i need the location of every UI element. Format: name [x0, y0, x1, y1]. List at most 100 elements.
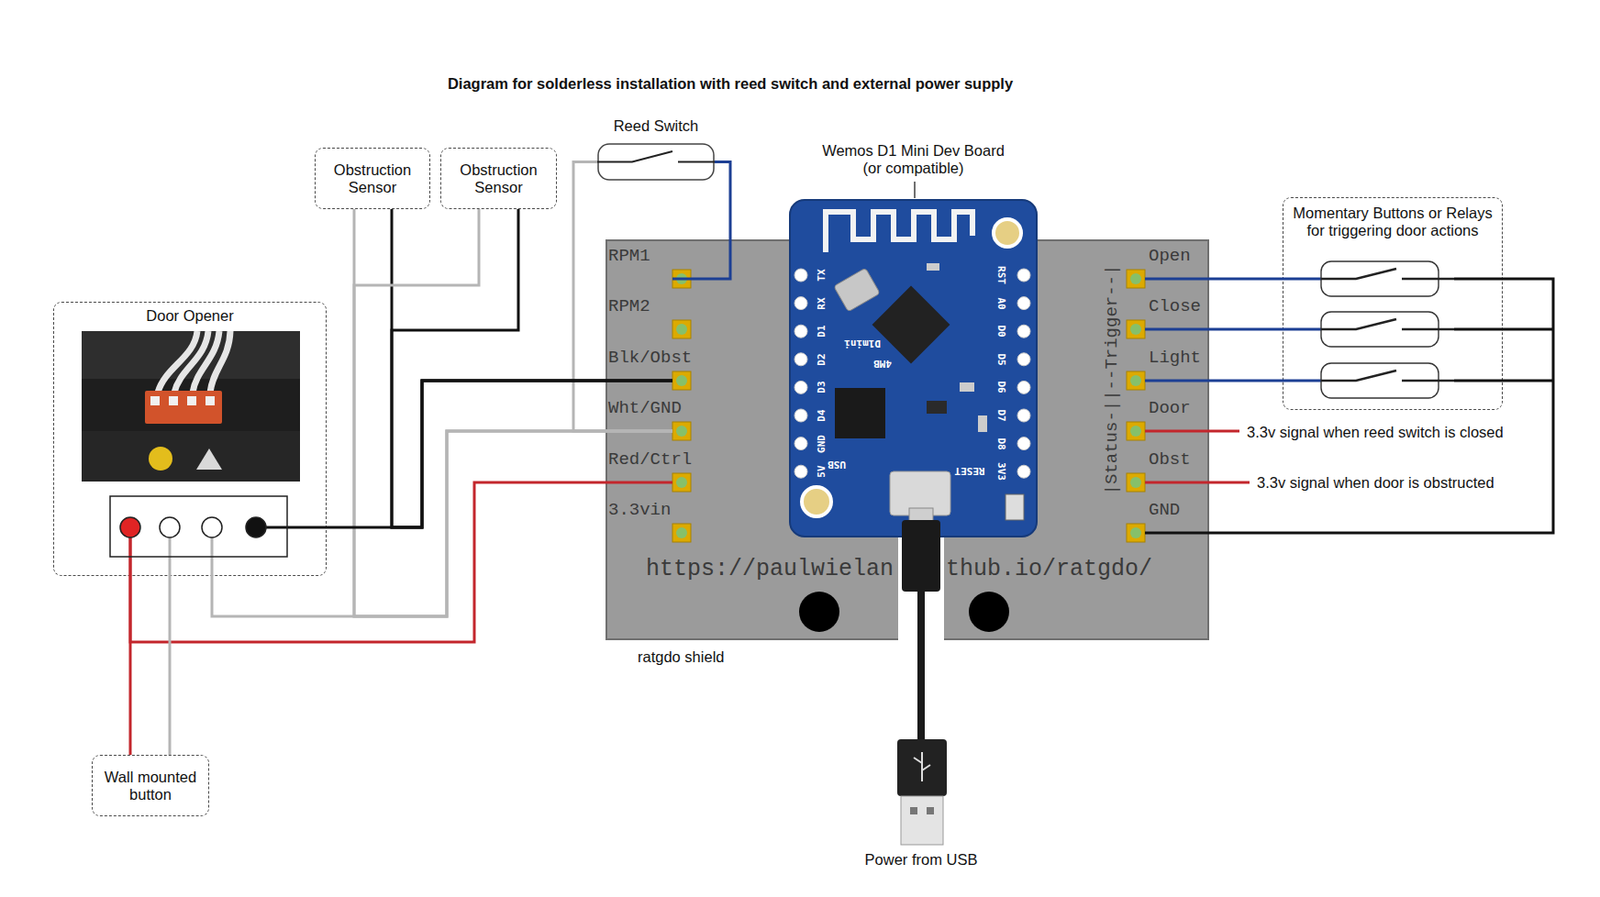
label-slot: USB [827, 457, 846, 475]
wire [573, 162, 673, 433]
usb-cable [897, 508, 947, 845]
label-slot: D8 [994, 437, 1012, 450]
pin-name: Red/Ctrl [608, 451, 692, 469]
wire [211, 431, 673, 617]
label-slot: D6 [994, 381, 1012, 394]
group-box: Momentary Buttons or Relays for triggeri… [1282, 197, 1503, 411]
switch-symbol [1321, 370, 1455, 381]
ground-stub [1454, 379, 1554, 383]
pin-pad [1130, 375, 1142, 387]
pin-name: Close [1148, 298, 1201, 316]
pin-name: Blk/Obst [608, 349, 692, 367]
wemos-board [789, 200, 1037, 537]
label-slot: Power from USB [865, 851, 978, 869]
wire [1144, 329, 1322, 331]
door-opener-photo [81, 331, 300, 379]
pin-name: Door [1148, 400, 1191, 418]
wire [672, 162, 731, 280]
pin-pad [1126, 269, 1145, 289]
box-text: Door Opener [145, 307, 234, 325]
url-text: thub.io/ratgdo/ [945, 557, 1153, 581]
label-slot: thub.io/ratgdo/ [945, 557, 1153, 581]
wire [168, 537, 172, 756]
pin-hole [794, 353, 808, 367]
label-slot: Open [1148, 247, 1191, 266]
label-slot: https://paulwielan [645, 557, 894, 581]
pin-pad [676, 323, 688, 335]
pin-pad [676, 477, 688, 489]
silkscreen-text: TX [816, 268, 828, 281]
pin-hole [1017, 297, 1031, 311]
silkscreen-text: D6 [995, 381, 1007, 394]
silkscreen-text: RESET [954, 465, 985, 477]
pin-pad [1126, 473, 1145, 492]
label-slot: 5V [811, 466, 829, 478]
wire [391, 209, 673, 528]
pin-pad [676, 273, 688, 285]
pin-pad [672, 371, 691, 390]
label-slot: A0 [994, 297, 1012, 310]
ground-stub [1454, 328, 1554, 332]
wire [211, 431, 673, 617]
wire [391, 209, 673, 528]
reed-switch-symbol [597, 143, 715, 181]
usb-cable [897, 739, 947, 797]
usb-cable [900, 796, 944, 845]
door-opener-photo [81, 431, 300, 482]
reed-switch: Reed Switch [597, 143, 715, 181]
wire [672, 162, 731, 280]
silkscreen-text: A0 [995, 297, 1007, 310]
label-slot: D4 [811, 409, 829, 422]
ground-stub [1454, 329, 1554, 381]
pin-pad [676, 375, 688, 387]
label-slot: Light [1148, 349, 1201, 367]
silkscreen-text: D2 [816, 353, 828, 366]
pin-pad [672, 523, 691, 543]
silkscreen-text: 5V [816, 466, 828, 478]
sensor-box: Obstruction Sensor [440, 147, 557, 210]
pin-pad [672, 422, 691, 441]
pin-hole [794, 268, 1031, 478]
pin-name: Obst [1148, 451, 1191, 469]
label-slot: RST [994, 266, 1012, 285]
silkscreen-text: D1mini [844, 337, 881, 349]
component [959, 382, 975, 392]
pin-pad [672, 320, 691, 339]
button-box: Wall mounted button [91, 755, 210, 817]
label-slot: D0 [994, 325, 1012, 338]
wire [1144, 380, 1322, 382]
signal-stub [1144, 431, 1250, 483]
pin-hole [1017, 437, 1031, 451]
signal-note: 3.3v signal when door is obstructed [1256, 474, 1495, 492]
door-opener-photo [81, 331, 300, 482]
wire [391, 209, 673, 528]
pin-name: GND [1148, 501, 1180, 520]
box-text: Momentary Buttons or Relays for triggeri… [1290, 204, 1495, 240]
pin-pad [1130, 477, 1142, 489]
box-text: Obstruction Sensor [447, 161, 551, 197]
pin-hole [1017, 409, 1031, 423]
signal-stub [1144, 481, 1250, 485]
pin-hole [1017, 380, 1031, 394]
wire [130, 537, 132, 756]
label-slot: TX [811, 268, 829, 281]
usb-port [889, 471, 951, 516]
reed-switch-symbol [598, 144, 714, 180]
silkscreen-text: D8 [995, 437, 1007, 450]
silkscreen-text: D3 [816, 381, 828, 394]
door-opener-photo [196, 448, 223, 470]
part-name: Reed Switch [597, 117, 715, 135]
pin-name: Wht/GND [608, 400, 682, 418]
url-text: https://paulwielan [645, 557, 894, 581]
pin-hole [794, 380, 808, 394]
pin-hole [794, 465, 808, 478]
crystal [833, 267, 881, 312]
wire [130, 482, 673, 643]
part-name: Wemos D1 Mini Dev Board (or compatible) [819, 142, 1008, 178]
switch-symbol [1321, 311, 1439, 347]
pin-hole [1017, 353, 1031, 367]
door-opener-photo [210, 331, 231, 393]
label-slot: 3.3vin [608, 501, 671, 520]
label-slot: D7 [994, 409, 1012, 422]
silkscreen-text: GND [816, 434, 828, 454]
